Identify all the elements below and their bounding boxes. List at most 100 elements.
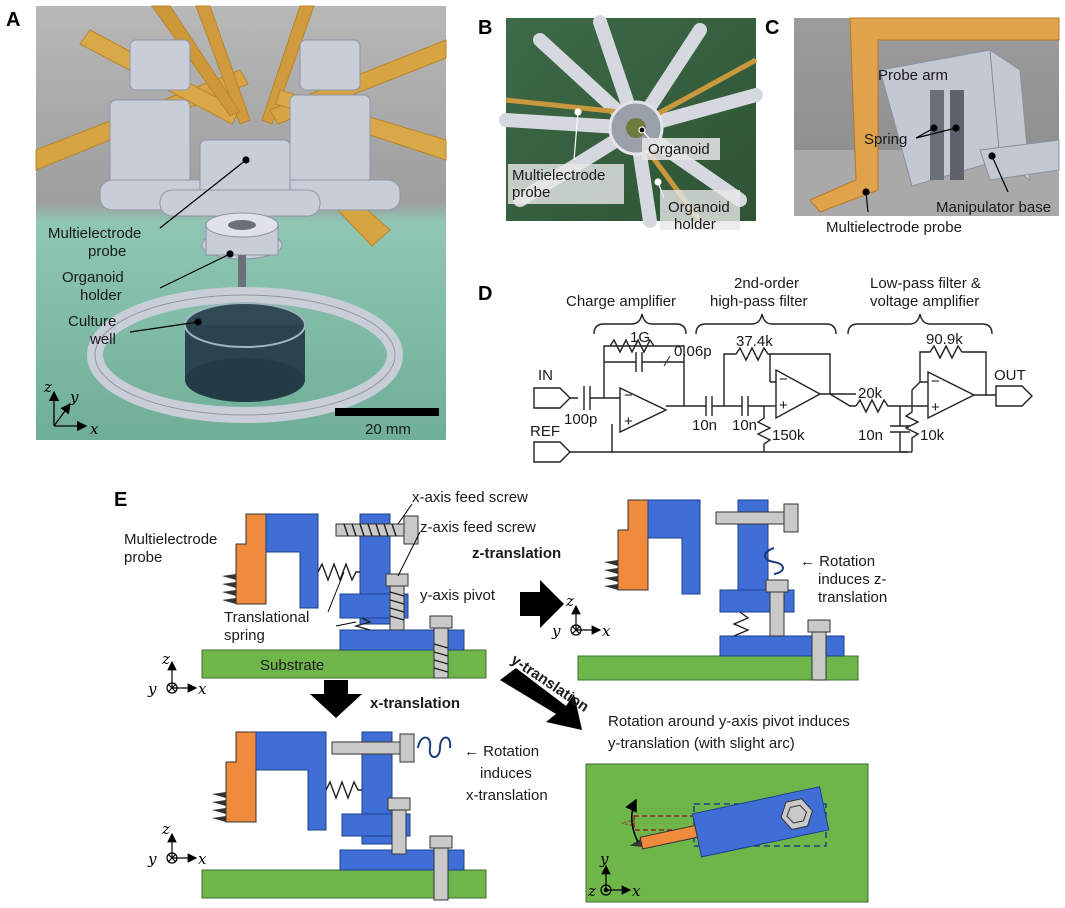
comp-150k: 150k bbox=[772, 427, 805, 444]
label-a-organoid: Organoid bbox=[62, 269, 124, 286]
e-main-leaders bbox=[327, 503, 421, 627]
label-translational: Translational bbox=[224, 609, 309, 626]
label-b-multielectrode: Multielectrode bbox=[512, 167, 605, 184]
label-b-organoid: Organoid bbox=[648, 141, 710, 158]
panel-c-spring-2 bbox=[950, 90, 964, 180]
label-a-culture: Culture bbox=[68, 313, 116, 330]
z-translation-arrow bbox=[520, 580, 564, 628]
label-y-axis-pivot: y-axis pivot bbox=[420, 587, 496, 604]
label-z-feed-screw: z-axis feed screw bbox=[420, 519, 536, 536]
panel-e-letter: E bbox=[114, 489, 127, 511]
opamp-3 bbox=[927, 370, 976, 420]
axis-e4-x: x bbox=[632, 882, 641, 900]
comp-90p9k: 90.9k bbox=[926, 331, 963, 348]
culture-well-render bbox=[87, 287, 403, 423]
label-rot-z-1: ← Rotation bbox=[800, 553, 875, 570]
opamp-1-plus: + bbox=[624, 413, 633, 430]
axis-e2-z: z bbox=[565, 592, 574, 610]
label-rot-x-3: x-translation bbox=[466, 787, 548, 804]
opamp-2-plus: + bbox=[779, 397, 788, 414]
e-y-pivot bbox=[429, 615, 453, 679]
axis-e-y: y bbox=[147, 680, 157, 698]
panel-a: A bbox=[6, 5, 447, 440]
panel-b-organoid-label-bg bbox=[642, 138, 720, 160]
label-x-feed-screw: x-axis feed screw bbox=[412, 489, 528, 506]
axis-e3-z: z bbox=[161, 820, 170, 838]
e-main-assembly: Substrate bbox=[124, 489, 536, 698]
axis-e-x: x bbox=[198, 680, 207, 698]
e-probe-arm-blue bbox=[265, 513, 319, 609]
axis-e4-y: y bbox=[599, 850, 609, 868]
section-high-pass-filter: high-pass filter bbox=[710, 293, 808, 310]
section-charge-amplifier: Charge amplifier bbox=[566, 293, 676, 310]
port-out bbox=[995, 385, 1033, 407]
axis-e2-y: y bbox=[551, 622, 561, 640]
e-probe-orange bbox=[235, 513, 267, 605]
axis-e3-y: y bbox=[147, 850, 157, 868]
comp-0p06p: 0.06p bbox=[674, 343, 712, 360]
label-rot-y-1: Rotation around y-axis pivot induces bbox=[608, 713, 850, 730]
label-x-translation: x-translation bbox=[370, 695, 460, 712]
port-out-label: OUT bbox=[994, 367, 1026, 384]
panel-d: D Charge amplifier 2nd-order high-pass f… bbox=[478, 275, 1033, 463]
panel-a-axes bbox=[48, 390, 88, 432]
panel-c: C Probe arm Spring Manipulator base Mult… bbox=[765, 17, 1060, 236]
label-spring: spring bbox=[224, 627, 265, 644]
label-rot-x-1: ← Rotation bbox=[464, 743, 539, 760]
e-y-state-top-view: Rotation around y-axis pivot induces y-t… bbox=[585, 713, 869, 903]
panel-a-letter: A bbox=[6, 9, 20, 31]
label-c-multielectrode-probe: Multielectrode probe bbox=[826, 219, 962, 236]
x-translation-arrow bbox=[310, 680, 362, 718]
e-spring-x bbox=[317, 562, 360, 582]
axis-a-y: y bbox=[69, 388, 79, 406]
opamp-2 bbox=[775, 368, 822, 420]
e-x-state: ← Rotation induces x-translation z y x bbox=[147, 731, 548, 901]
high-pass-filter-circuit: − + 37.4k 10n 10n 150k bbox=[692, 333, 856, 452]
panel-b-letter: B bbox=[478, 17, 492, 39]
y-translation-arrow bbox=[500, 668, 582, 730]
comp-1G: 1G bbox=[630, 329, 650, 346]
label-a-probe: probe bbox=[88, 243, 126, 260]
panel-c-probe-arm bbox=[809, 17, 1060, 213]
label-rot-y-2: y-translation (with slight arc) bbox=[608, 735, 795, 752]
label-rot-x-2: induces bbox=[480, 765, 532, 782]
manipulator-blocks bbox=[99, 39, 401, 217]
section-voltage-amplifier: voltage amplifier bbox=[870, 293, 979, 310]
axis-a-z: z bbox=[43, 378, 52, 396]
section-low-pass-filter: Low-pass filter & bbox=[870, 275, 981, 292]
label-e-probe: probe bbox=[124, 549, 162, 566]
label-substrate: Substrate bbox=[260, 657, 324, 674]
label-a-multielectrode: Multielectrode bbox=[48, 225, 141, 242]
label-c-probe-arm: Probe arm bbox=[878, 67, 948, 84]
comp-10n-b: 10n bbox=[732, 417, 757, 434]
low-pass-amplifier-circuit: − + 20k 10n 10k 90.9k bbox=[829, 331, 996, 453]
e-z-state: ← Rotation induces z- translation z y x bbox=[551, 499, 887, 681]
port-in bbox=[533, 387, 571, 409]
section-2nd-order: 2nd-order bbox=[734, 275, 799, 292]
label-e-multielectrode: Multielectrode bbox=[124, 531, 217, 548]
e-probe-tips bbox=[222, 574, 236, 604]
label-z-translation: z-translation bbox=[472, 545, 561, 562]
axis-e3-x: x bbox=[198, 850, 207, 868]
opamp-2-minus: − bbox=[779, 371, 788, 388]
comp-10k: 10k bbox=[920, 427, 945, 444]
panel-b: B Multielectrode probe bbox=[478, 15, 763, 233]
comp-100p: 100p bbox=[564, 411, 597, 428]
label-b-organoid2: Organoid bbox=[668, 199, 730, 216]
panel-a-leaders bbox=[129, 156, 250, 333]
opamp-3-plus: + bbox=[931, 399, 940, 416]
comp-37p4k: 37.4k bbox=[736, 333, 773, 350]
axis-e4-z: z bbox=[587, 882, 596, 900]
axis-e2-x: x bbox=[602, 622, 611, 640]
axis-a-x: x bbox=[90, 420, 99, 438]
opamp-1-minus: − bbox=[624, 387, 633, 404]
label-rot-z-3: translation bbox=[818, 589, 887, 606]
label-c-spring: Spring bbox=[864, 131, 907, 148]
y-arc-arrow bbox=[625, 798, 639, 843]
label-b-holder: holder bbox=[674, 216, 716, 233]
organoid-holder-render bbox=[201, 212, 283, 295]
label-rot-z-2: induces z- bbox=[818, 571, 886, 588]
scale-bar bbox=[335, 408, 439, 416]
e-spring-z bbox=[353, 617, 372, 631]
port-in-label: IN bbox=[538, 367, 553, 384]
